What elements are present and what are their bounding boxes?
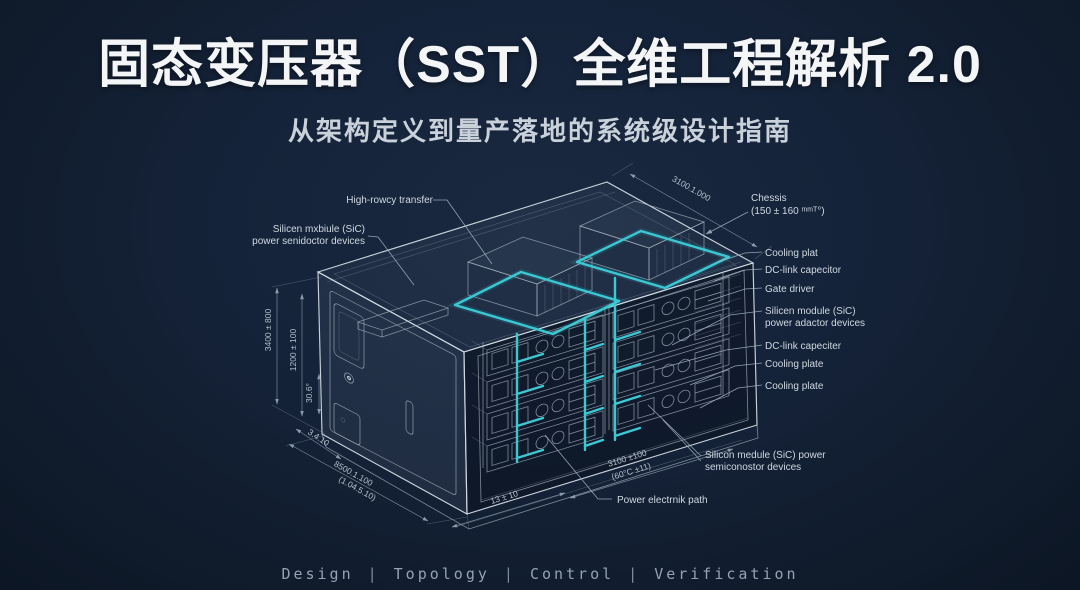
footer-nav: Design | Topology | Control | Verification: [0, 565, 1080, 583]
label-power-path: Power electrnik path: [617, 495, 708, 506]
label-chassis-line1: Chessis: [751, 193, 787, 204]
label-dc-link-1: DC-link capecitor: [765, 265, 842, 276]
dim-left-small: 30.6°: [304, 383, 314, 403]
footer-separator: |: [503, 565, 516, 583]
dim-left-outer: 3400 ± 800: [263, 308, 273, 351]
label-sic-bottom-line2: semiconostor devices: [705, 462, 801, 473]
label-sic-bottom-line1: Silicon medule (SiC) power: [705, 450, 826, 461]
page-title: 固态变压器（SST）全维工程解析 2.0: [98, 36, 982, 94]
label-cooling-plate-3: Cooling plate: [765, 381, 824, 392]
footer-item-topology: Topology: [393, 565, 490, 583]
label-sic-right-line1: Silicen module (SiC): [765, 306, 856, 317]
footer-item-verification: Verification: [654, 565, 799, 583]
label-cooling-plat: Cooling plat: [765, 248, 818, 259]
module-stack-right: [608, 272, 730, 432]
footer-item-control: Control: [529, 565, 615, 583]
label-sic-left-line2: power senidoctor devices: [252, 236, 365, 247]
annotation-labels: High-rowcy transfer Silicen mxbiule (SiC…: [252, 193, 865, 506]
dimension-lines: [271, 162, 773, 528]
power-electric-path: [446, 227, 738, 464]
header: 固态变压器（SST）全维工程解析 2.0 从架构定义到量产落地的系统级设计指南: [0, 0, 1080, 148]
footer-separator: |: [628, 565, 641, 583]
footer-separator: |: [367, 565, 380, 583]
dim-top-right: 3100.1.000: [670, 174, 712, 204]
dim-left-inner: 1200 ± 100: [288, 328, 298, 371]
label-gate-driver: Gate driver: [765, 284, 815, 295]
leader-lines: [367, 199, 763, 500]
page-subtitle: 从架构定义到量产落地的系统级设计指南: [287, 116, 792, 146]
top-panel-box: [356, 299, 450, 338]
footer-item-design: Design: [281, 565, 354, 583]
label-sic-left-line1: Silicen mxbiule (SiC): [273, 224, 365, 235]
label-cooling-plate-2: Cooling plate: [765, 359, 824, 370]
label-high-density-transfer: High-rowcy transfer: [346, 195, 433, 206]
label-chassis-line2: (150 ± 160 ᵐᵐᵀ°): [751, 206, 825, 217]
module-stack-left: [471, 308, 606, 473]
label-dc-link-2: DC-link capeciter: [765, 341, 842, 352]
label-sic-right-line2: power adactor devices: [765, 318, 865, 329]
